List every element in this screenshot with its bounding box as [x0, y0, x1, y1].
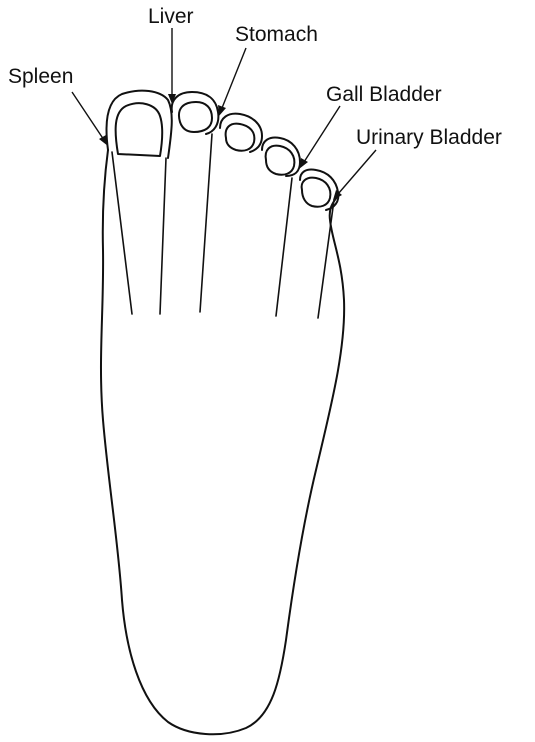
label-gall-bladder: Gall Bladder — [326, 84, 442, 105]
foot-outline — [101, 150, 344, 734]
meridian-line-3 — [200, 134, 212, 312]
label-spleen: Spleen — [8, 66, 73, 87]
toe-3-nail — [226, 124, 255, 151]
big-toe-nail — [116, 103, 163, 156]
arrow-gall-bladder — [299, 106, 340, 169]
arrow-liver — [168, 28, 176, 104]
label-liver: Liver — [148, 6, 194, 27]
toe-2-nail — [179, 102, 212, 132]
arrow-stomach — [218, 48, 246, 116]
meridian-line-2 — [160, 158, 166, 314]
meridian-line-1 — [112, 152, 132, 314]
label-stomach: Stomach — [235, 24, 318, 45]
arrow-urinary-bladder — [333, 150, 376, 200]
toe-4-nail — [266, 146, 295, 175]
toe-5-nail — [302, 178, 331, 207]
arrow-spleen — [72, 92, 108, 146]
meridian-line-5 — [318, 200, 334, 318]
label-urinary-bladder: Urinary Bladder — [356, 127, 502, 148]
meridian-line-4 — [276, 178, 292, 316]
